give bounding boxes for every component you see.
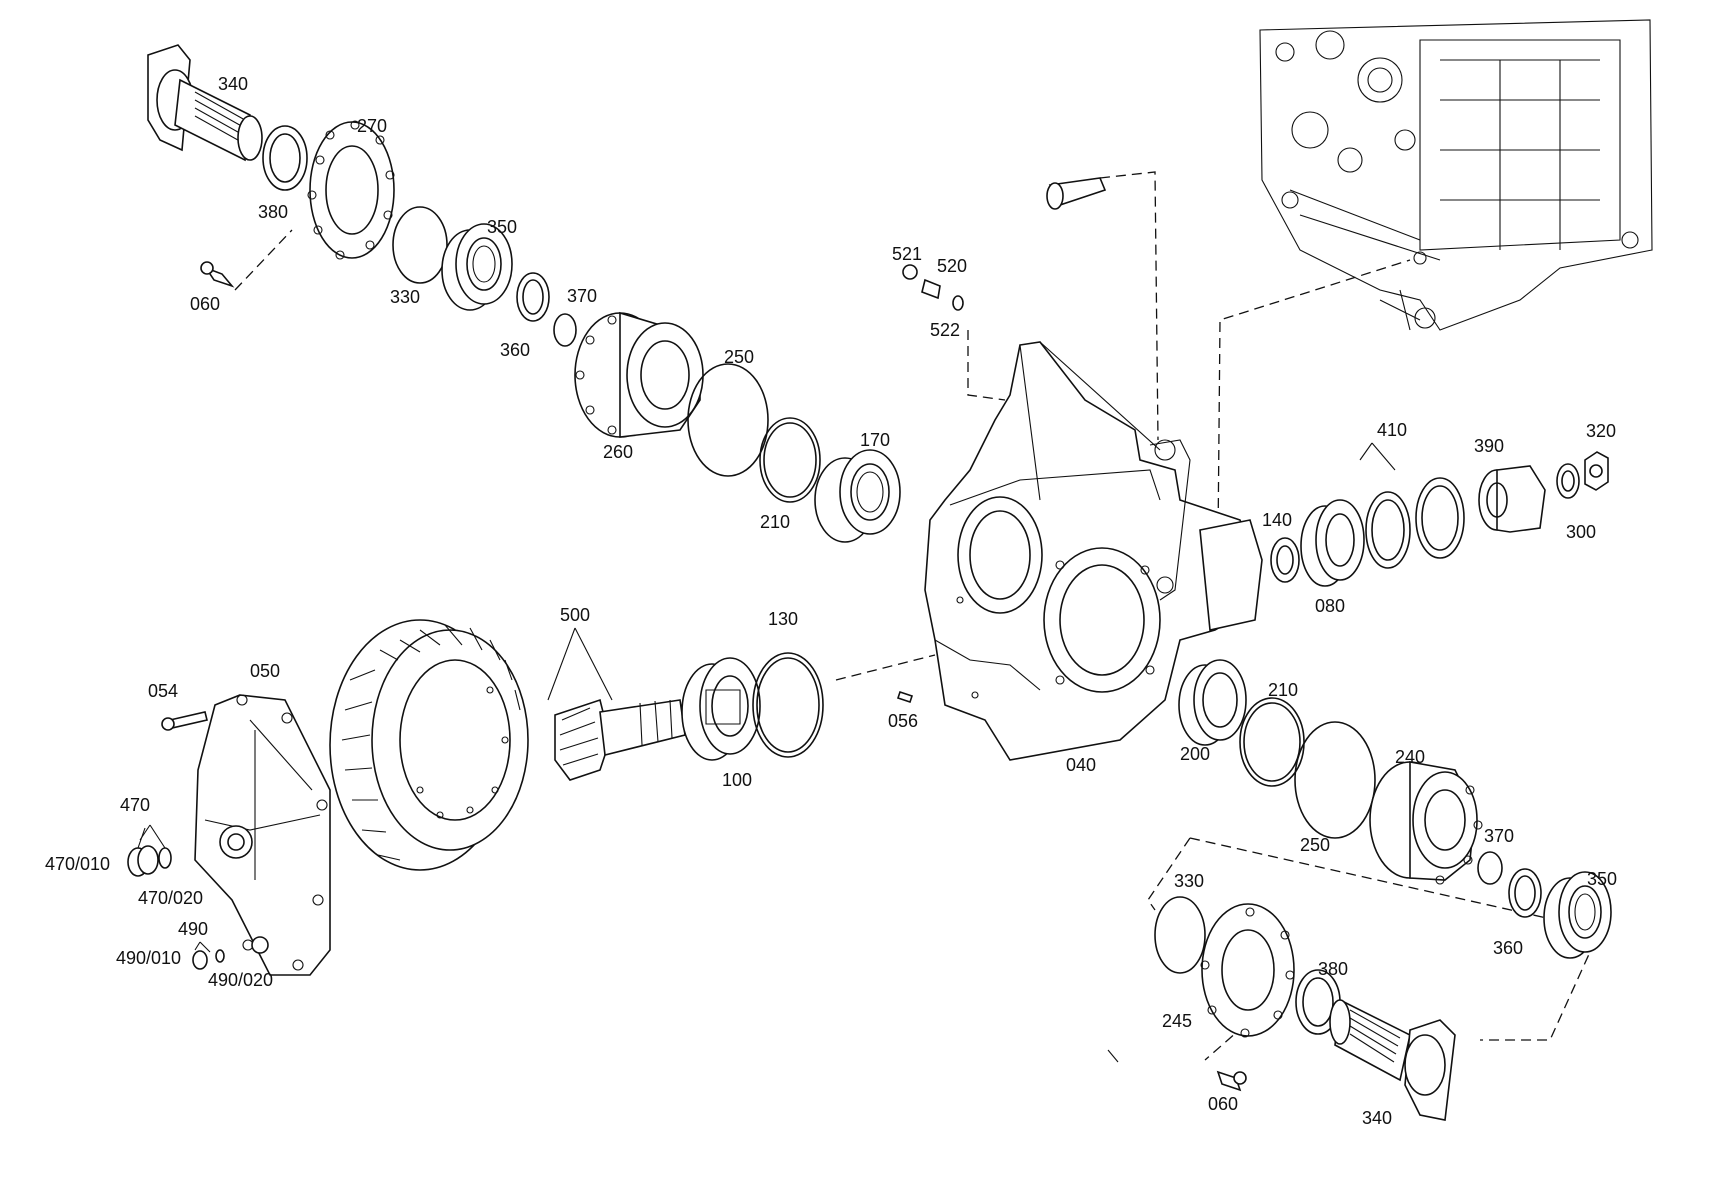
label-370-top: 370 xyxy=(567,286,597,306)
label-060-bottom: 060 xyxy=(1208,1094,1238,1114)
label-340-bottom: 340 xyxy=(1362,1108,1392,1128)
part-330-bottom-oring xyxy=(1154,896,1206,974)
label-390: 390 xyxy=(1474,436,1504,456)
label-300: 300 xyxy=(1566,522,1596,542)
part-410-bearing-cups xyxy=(1365,477,1465,569)
label-245: 245 xyxy=(1162,1011,1192,1031)
label-200: 200 xyxy=(1180,744,1210,764)
part-130-shim xyxy=(752,652,824,758)
label-410: 410 xyxy=(1377,420,1407,440)
label-330-top: 330 xyxy=(390,287,420,307)
label-050: 050 xyxy=(250,661,280,681)
label-250-bottom: 250 xyxy=(1300,835,1330,855)
label-470: 470 xyxy=(120,795,150,815)
label-060-top: 060 xyxy=(190,294,220,314)
label-340-top: 340 xyxy=(218,74,248,94)
part-labels: 340 270 380 060 350 330 370 360 250 260 … xyxy=(45,74,1617,1128)
part-054-bolt xyxy=(161,711,208,731)
part-470-plug xyxy=(127,824,172,877)
part-380-bottom-seal xyxy=(1295,969,1341,1035)
part-260-bearing-housing xyxy=(574,311,704,438)
label-490-010: 490/010 xyxy=(116,948,181,968)
label-521: 521 xyxy=(892,244,922,264)
part-340-bottom-yoke-shaft xyxy=(1329,998,1456,1121)
part-320-nut xyxy=(1584,451,1609,491)
part-390-coupling xyxy=(1478,465,1546,533)
label-054: 054 xyxy=(148,681,178,701)
part-050-diff-cover xyxy=(194,694,331,976)
part-060-top-bolt xyxy=(200,261,235,288)
label-170: 170 xyxy=(860,430,890,450)
label-080: 080 xyxy=(1315,596,1345,616)
part-380-top-seal xyxy=(262,125,308,191)
part-060-bottom-bolt xyxy=(1216,1070,1247,1092)
label-370-bottom: 370 xyxy=(1484,826,1514,846)
label-520: 520 xyxy=(937,256,967,276)
label-250-top: 250 xyxy=(724,347,754,367)
label-040: 040 xyxy=(1066,755,1096,775)
housing-top-bolt xyxy=(1046,177,1107,210)
label-056: 056 xyxy=(888,711,918,731)
part-330-top-oring xyxy=(392,206,448,284)
part-490-plug xyxy=(192,941,225,970)
label-130: 130 xyxy=(768,609,798,629)
part-340-top-yoke-shaft xyxy=(147,44,263,162)
part-170-bearing xyxy=(814,449,901,543)
label-500: 500 xyxy=(560,605,590,625)
part-200-bearing xyxy=(1178,659,1247,746)
part-080-bearing xyxy=(1300,499,1365,587)
part-210-top-shim xyxy=(759,417,821,503)
label-100: 100 xyxy=(722,770,752,790)
part-140-ring xyxy=(1270,537,1300,583)
label-320: 320 xyxy=(1586,421,1616,441)
part-040-axle-housing xyxy=(924,341,1263,761)
dashed-leaders xyxy=(234,171,1601,1063)
part-056-pin xyxy=(896,690,914,704)
label-380-bottom: 380 xyxy=(1318,959,1348,979)
label-380-top: 380 xyxy=(258,202,288,222)
label-210-bottom: 210 xyxy=(1268,680,1298,700)
part-370-top-snapring xyxy=(553,313,577,347)
label-330-bottom: 330 xyxy=(1174,871,1204,891)
label-270: 270 xyxy=(357,116,387,136)
label-leaders xyxy=(137,442,1396,849)
label-260: 260 xyxy=(603,442,633,462)
label-360-top: 360 xyxy=(500,340,530,360)
part-350-top-bearing xyxy=(441,223,513,311)
part-360-top-ring xyxy=(516,272,550,322)
part-521-520-522-breather xyxy=(902,264,964,311)
label-470-020: 470/020 xyxy=(138,888,203,908)
part-245-cover xyxy=(1200,903,1295,1038)
label-350-top: 350 xyxy=(487,217,517,237)
part-250-bottom-oring xyxy=(1294,721,1376,839)
label-360-bottom: 360 xyxy=(1493,938,1523,958)
part-500-pinion xyxy=(554,698,686,781)
ring-gear xyxy=(329,619,529,871)
part-300-washer xyxy=(1556,463,1580,499)
part-360-bottom-ring xyxy=(1508,868,1542,918)
label-210-top: 210 xyxy=(760,512,790,532)
part-250-top-oring xyxy=(687,363,769,477)
part-100-bearing xyxy=(681,657,761,761)
part-350-bottom-bearing xyxy=(1543,871,1612,959)
part-240-bearing-housing xyxy=(1369,761,1483,885)
label-350-bottom: 350 xyxy=(1587,869,1617,889)
part-210-bottom-shim xyxy=(1239,697,1305,787)
transmission-housing-sketch xyxy=(1259,19,1653,331)
label-522: 522 xyxy=(930,320,960,340)
label-140: 140 xyxy=(1262,510,1292,530)
label-470-010: 470/010 xyxy=(45,854,110,874)
label-490: 490 xyxy=(178,919,208,939)
part-370-bottom-snapring xyxy=(1477,851,1503,885)
part-270-cover xyxy=(307,120,395,260)
label-490-020: 490/020 xyxy=(208,970,273,990)
label-240: 240 xyxy=(1395,747,1425,767)
